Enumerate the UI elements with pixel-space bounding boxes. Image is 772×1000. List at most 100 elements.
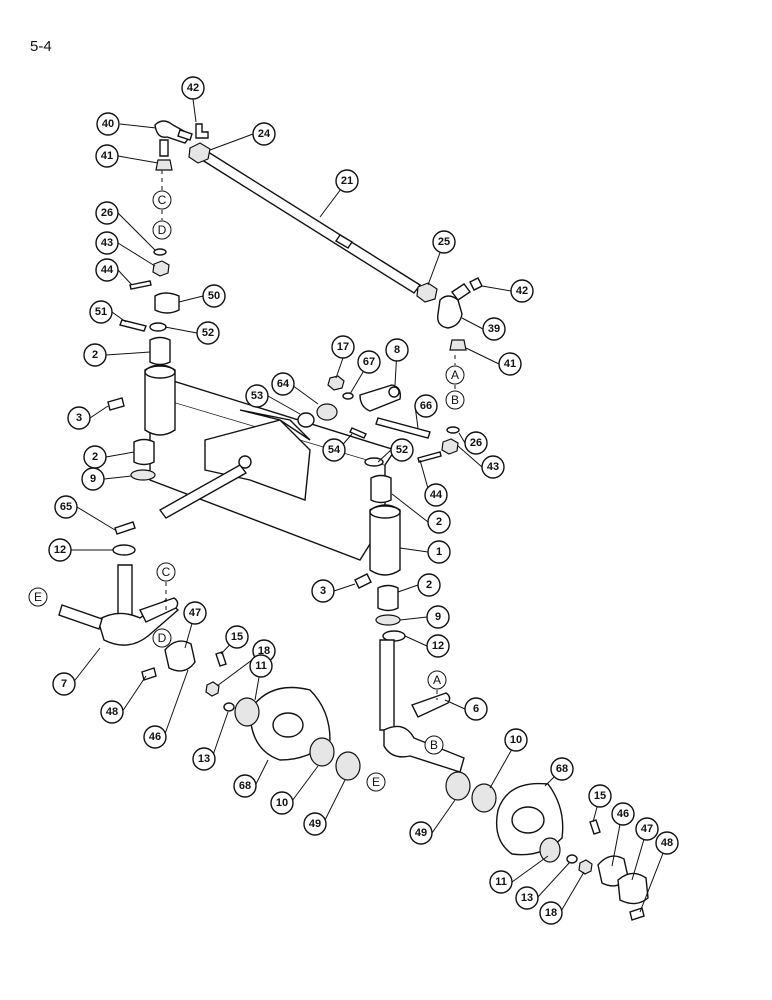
right-spindle bbox=[379, 639, 649, 921]
part-callout: 47 bbox=[183, 601, 207, 625]
svg-text:9: 9 bbox=[435, 611, 441, 623]
svg-text:C: C bbox=[158, 193, 167, 207]
svg-text:54: 54 bbox=[328, 444, 341, 456]
part-callout: 52 bbox=[390, 438, 414, 462]
part-callout: 2 bbox=[83, 343, 107, 367]
svg-text:25: 25 bbox=[438, 236, 450, 248]
svg-text:3: 3 bbox=[320, 585, 326, 597]
part-callout: 43 bbox=[95, 231, 119, 255]
reference-letters: C D A B C E D A B E bbox=[28, 190, 465, 792]
svg-text:13: 13 bbox=[198, 753, 210, 765]
part-callout: 44 bbox=[424, 483, 448, 507]
svg-text:21: 21 bbox=[341, 175, 353, 187]
part-callout: 15 bbox=[225, 625, 249, 649]
part-callout: 1 bbox=[427, 540, 451, 564]
part-callout: 46 bbox=[611, 802, 635, 826]
part-callout: 26 bbox=[464, 431, 488, 455]
part-callout: 13 bbox=[192, 747, 216, 771]
part-callout: 49 bbox=[409, 821, 433, 845]
part-callout: 24 bbox=[252, 122, 276, 146]
svg-text:15: 15 bbox=[231, 631, 243, 643]
part-callout: 8 bbox=[385, 338, 409, 362]
part-callout: 53 bbox=[245, 384, 269, 408]
part-callout: 39 bbox=[482, 317, 506, 341]
svg-text:48: 48 bbox=[661, 837, 673, 849]
part-callout: 40 bbox=[96, 112, 120, 136]
reference-letter: A bbox=[445, 365, 465, 385]
part-callout: 67 bbox=[357, 350, 381, 374]
svg-text:47: 47 bbox=[641, 823, 653, 835]
part-callout: 12 bbox=[48, 538, 72, 562]
part-callout: 54 bbox=[322, 438, 346, 462]
part-callout: 46 bbox=[143, 725, 167, 749]
svg-text:41: 41 bbox=[101, 150, 113, 162]
svg-text:8: 8 bbox=[394, 344, 400, 356]
svg-text:41: 41 bbox=[504, 358, 516, 370]
part-callout: 42 bbox=[510, 279, 534, 303]
svg-text:18: 18 bbox=[545, 907, 557, 919]
part-callout: 6 bbox=[464, 697, 488, 721]
svg-text:68: 68 bbox=[239, 780, 251, 792]
part-callout: 10 bbox=[270, 791, 294, 815]
part-callout: 49 bbox=[303, 812, 327, 836]
part-callout: 3 bbox=[67, 406, 91, 430]
svg-text:17: 17 bbox=[337, 341, 349, 353]
part-callout: 11 bbox=[489, 870, 513, 894]
part-callout: 10 bbox=[504, 728, 528, 752]
svg-text:A: A bbox=[433, 673, 441, 687]
part-callout: 41 bbox=[498, 352, 522, 376]
svg-text:B: B bbox=[451, 393, 459, 407]
svg-text:C: C bbox=[162, 565, 171, 579]
svg-text:E: E bbox=[34, 590, 42, 604]
left-spindle bbox=[58, 564, 361, 781]
svg-text:51: 51 bbox=[95, 306, 107, 318]
part-callout: 48 bbox=[100, 700, 124, 724]
part-callout: 42 bbox=[181, 76, 205, 100]
reference-letter: D bbox=[152, 220, 172, 240]
svg-text:A: A bbox=[451, 368, 459, 382]
reference-letter: B bbox=[424, 735, 444, 755]
svg-text:46: 46 bbox=[149, 731, 161, 743]
svg-text:48: 48 bbox=[106, 706, 118, 718]
svg-text:13: 13 bbox=[521, 892, 533, 904]
part-callouts: 42 40 24 41 21 26 43 44 25 42 50 51 52 3… bbox=[48, 76, 679, 925]
svg-text:47: 47 bbox=[189, 607, 201, 619]
page-number: 5-4 bbox=[30, 38, 52, 55]
svg-text:B: B bbox=[430, 738, 438, 752]
svg-text:24: 24 bbox=[258, 128, 271, 140]
svg-text:26: 26 bbox=[101, 207, 113, 219]
part-callout: 66 bbox=[414, 394, 438, 418]
svg-text:D: D bbox=[158, 631, 167, 645]
part-callout: 2 bbox=[417, 573, 441, 597]
part-callout: 11 bbox=[249, 654, 273, 678]
svg-text:2: 2 bbox=[426, 579, 432, 591]
svg-text:42: 42 bbox=[516, 285, 528, 297]
axle-beam bbox=[107, 322, 406, 642]
part-callout: 68 bbox=[550, 757, 574, 781]
part-callout: 26 bbox=[95, 201, 119, 225]
part-callout: 48 bbox=[655, 831, 679, 855]
part-callout: 47 bbox=[635, 817, 659, 841]
svg-text:7: 7 bbox=[61, 678, 67, 690]
reference-letter: A bbox=[427, 670, 447, 690]
svg-text:65: 65 bbox=[60, 501, 72, 513]
svg-text:11: 11 bbox=[255, 660, 267, 672]
part-callout: 25 bbox=[432, 230, 456, 254]
reference-letter: D bbox=[152, 628, 172, 648]
part-callout: 68 bbox=[233, 774, 257, 798]
svg-text:2: 2 bbox=[436, 516, 442, 528]
svg-text:68: 68 bbox=[556, 763, 568, 775]
svg-text:43: 43 bbox=[101, 237, 113, 249]
reference-letter: C bbox=[156, 562, 176, 582]
part-callout: 18 bbox=[539, 901, 563, 925]
part-callout: 15 bbox=[588, 784, 612, 808]
svg-text:26: 26 bbox=[470, 437, 482, 449]
svg-text:53: 53 bbox=[251, 390, 263, 402]
svg-text:67: 67 bbox=[363, 356, 375, 368]
svg-text:D: D bbox=[158, 223, 167, 237]
svg-text:15: 15 bbox=[594, 790, 606, 802]
part-callout: 9 bbox=[81, 467, 105, 491]
part-callout: 64 bbox=[271, 372, 295, 396]
svg-text:40: 40 bbox=[102, 118, 114, 130]
